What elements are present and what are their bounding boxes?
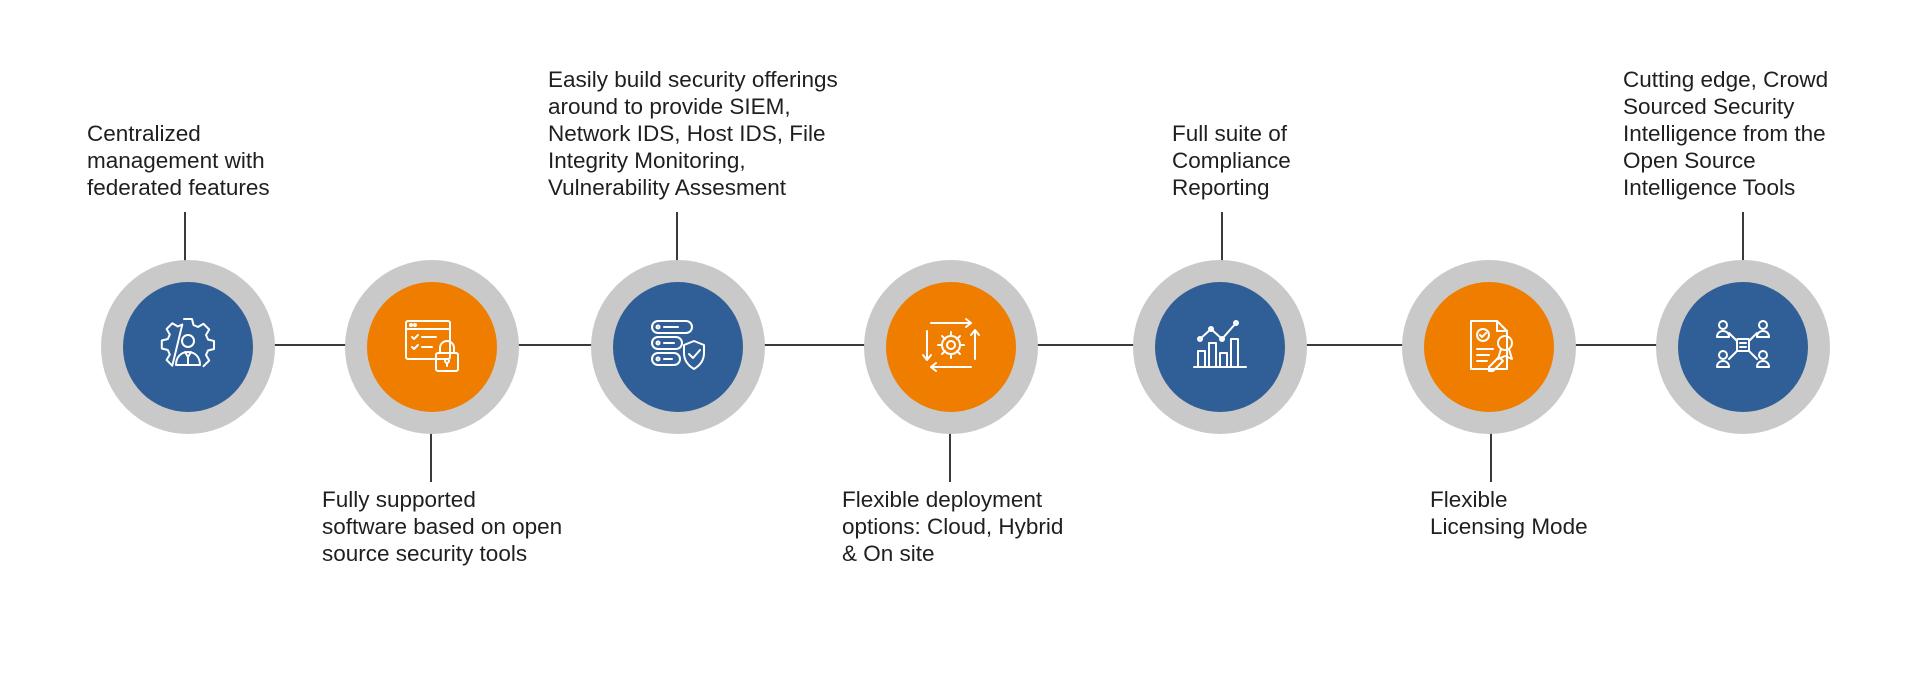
bar-chart-icon	[1188, 313, 1252, 382]
step-6-disc	[1424, 282, 1554, 412]
label-step-6: Flexible Licensing Mode	[1430, 487, 1588, 539]
step-4-ring	[864, 260, 1038, 434]
label-step-5: Full suite of Compliance Reporting	[1172, 121, 1291, 200]
step-6-ring	[1402, 260, 1576, 434]
step-7-disc	[1678, 282, 1808, 412]
step-5-disc	[1155, 282, 1285, 412]
step-7-ring	[1656, 260, 1830, 434]
browser-lock-icon	[400, 313, 464, 382]
step-5-ring	[1133, 260, 1307, 434]
step-1-ring	[101, 260, 275, 434]
label-step-3: Easily build security offerings around t…	[548, 67, 838, 200]
connector-step-1	[184, 212, 186, 262]
step-1-disc	[123, 282, 253, 412]
connector-step-7	[1742, 212, 1744, 262]
gear-person-icon	[156, 313, 220, 382]
connector-step-5	[1221, 212, 1223, 262]
label-step-7: Cutting edge, Crowd Sourced Security Int…	[1623, 67, 1829, 200]
step-3-ring	[591, 260, 765, 434]
step-3-disc	[613, 282, 743, 412]
step-2-ring	[345, 260, 519, 434]
step-4-disc	[886, 282, 1016, 412]
label-step-2: Fully supported software based on open s…	[322, 487, 563, 566]
connector-step-2	[430, 432, 432, 482]
connector-step-3	[676, 212, 678, 262]
label-step-4: Flexible deployment options: Cloud, Hybr…	[842, 487, 1064, 566]
connector-step-6	[1490, 432, 1492, 482]
step-2-disc	[367, 282, 497, 412]
server-shield-icon	[646, 313, 710, 382]
gear-arrows-icon	[919, 313, 983, 382]
people-network-icon	[1711, 313, 1775, 382]
label-step-1: Centralized management with federated fe…	[87, 121, 270, 200]
license-document-icon	[1457, 313, 1521, 382]
connector-step-4	[949, 432, 951, 482]
